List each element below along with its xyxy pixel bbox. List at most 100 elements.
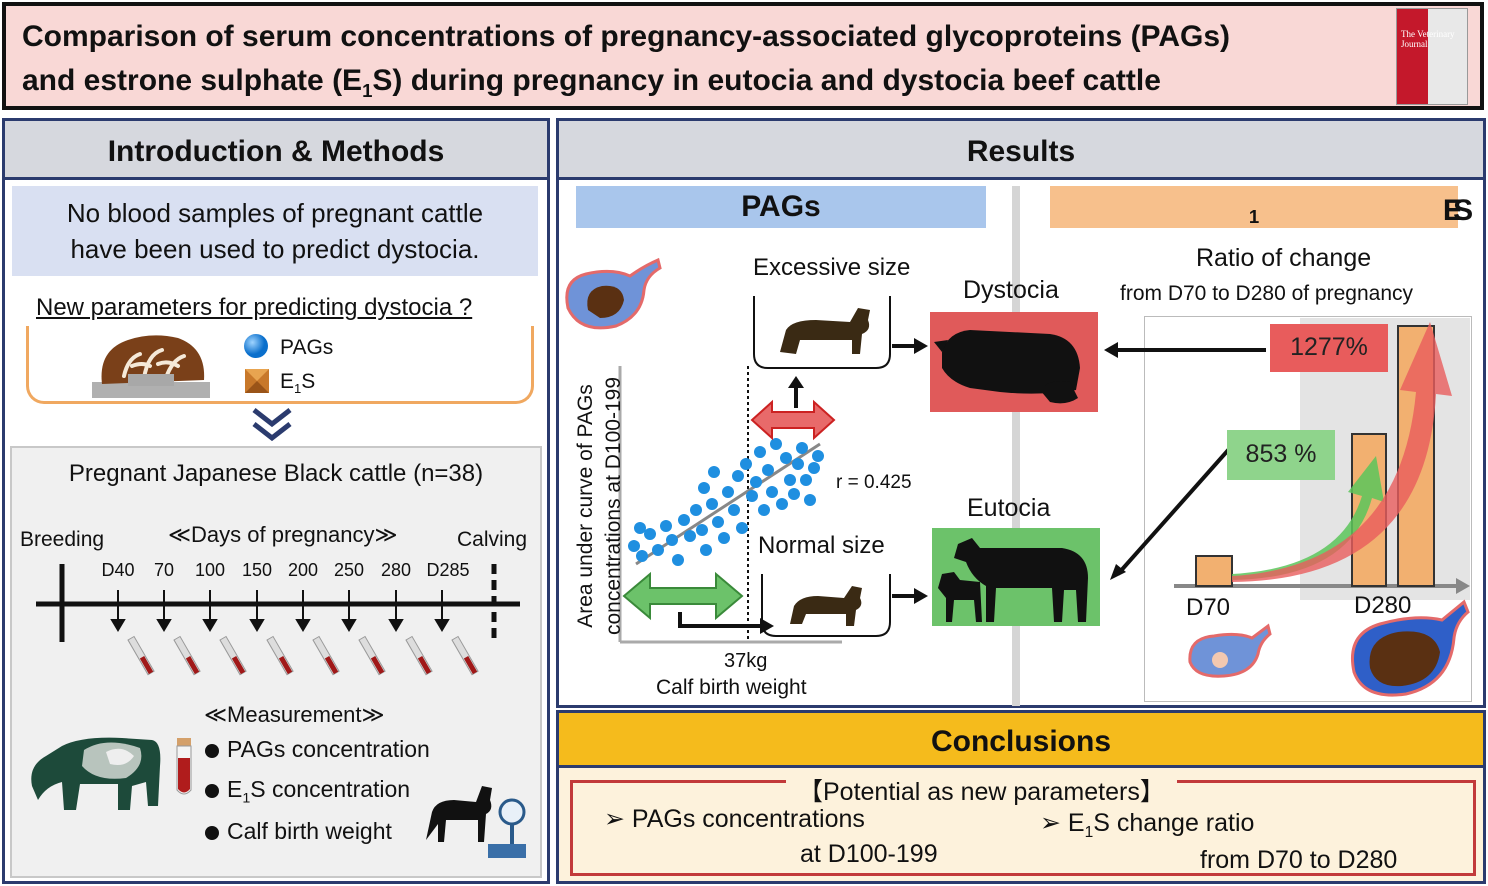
blood-tube-icon [176, 738, 192, 795]
callout-line-2: have been used to predict dystocia. [70, 234, 480, 264]
scatter-point [780, 452, 792, 464]
scatter-point [746, 490, 758, 502]
scatter-point [628, 540, 640, 552]
correlation-value: r = 0.425 [836, 472, 912, 493]
scatter-point [788, 488, 800, 500]
scatter-point [678, 514, 690, 526]
journal-cover-text: The Veterinary Journal [1401, 29, 1455, 49]
scatter-points [628, 438, 824, 566]
scatter-point [792, 458, 804, 470]
intro-callout: No blood samples of pregnant cattle have… [12, 186, 538, 276]
cow-lying-icon [934, 330, 1080, 404]
scatter-point [812, 450, 824, 462]
measurement-label: ≪Measurement≫ [204, 702, 385, 727]
day-tick-label: 250 [333, 560, 365, 580]
scatter-point [700, 544, 712, 556]
day-tick-label: 70 [153, 560, 175, 580]
scatter-point [800, 474, 812, 486]
scatter-point [796, 442, 808, 454]
e1s-bar-chart [1104, 322, 1470, 594]
double-chevron-down-icon [252, 408, 292, 442]
measure-birth-weight: Calf birth weight [205, 818, 392, 845]
pregnant-cow-icon [31, 737, 161, 810]
scatter-x-axis-label: Calf birth weight [656, 676, 807, 699]
pregnancy-timeline [36, 564, 520, 676]
title-banner: Comparison of serum concentrations of pr… [2, 2, 1484, 110]
ratio-of-change-title: Ratio of change [1196, 244, 1372, 272]
measure-pags: PAGs concentration [205, 736, 430, 763]
measure-e1s: E1S concentration [205, 776, 410, 807]
normal-calf-icon [790, 586, 862, 626]
scatter-point [666, 534, 678, 546]
conclusion-e1s-line-1: ➢ E1S change ratio [1040, 809, 1255, 841]
calf-and-scale-icon [426, 786, 526, 858]
normal-size-label: Normal size [756, 532, 887, 560]
day-tick-label: D285 [426, 560, 470, 580]
uterus-d70-icon [1188, 623, 1272, 678]
uterus-early-icon [565, 257, 662, 330]
normal-calf-container [761, 574, 891, 637]
bar-d70 [1195, 555, 1233, 587]
eutocia-label: Eutocia [967, 494, 1051, 522]
conclusion-pags-line-1: ➢ PAGs concentrations [604, 805, 865, 833]
days-of-pregnancy-label: ≪Days of pregnancy≫ [168, 522, 398, 547]
scatter-point [750, 476, 762, 488]
pags-scatter-plot [618, 366, 842, 644]
d280-axis-label: D280 [1354, 592, 1412, 619]
scatter-point [740, 458, 752, 470]
excessive-double-arrow [750, 399, 836, 441]
conclusion-e1s-line-2: from D70 to D280 [1200, 846, 1398, 874]
scatter-point [718, 532, 730, 544]
excessive-size-label: Excessive size [753, 254, 911, 281]
conclusion-pags-line-2: at D100-199 [800, 840, 938, 868]
uterus-d280-icon [1351, 599, 1470, 697]
scatter-point [696, 524, 708, 536]
scatter-point [722, 486, 734, 498]
ratio-1277-badge: 1277% [1270, 324, 1388, 372]
scatter-point [808, 462, 820, 474]
green-growth-arrow [1232, 456, 1384, 580]
placentome-icon [92, 335, 210, 398]
scatter-point [728, 504, 740, 516]
scatter-point [758, 504, 770, 516]
cattle-cohort-title: Pregnant Japanese Black cattle (n=38) [68, 460, 484, 487]
scatter-point [672, 554, 684, 566]
scatter-point [770, 438, 782, 450]
scatter-point [644, 528, 656, 540]
scatter-point [784, 474, 796, 486]
pags-subheader: PAGs [576, 186, 986, 228]
scatter-point [706, 498, 718, 510]
scatter-point [766, 486, 778, 498]
scatter-point [636, 550, 648, 562]
scatter-point [754, 446, 766, 458]
placenta-bracket [26, 326, 534, 404]
breeding-label: Breeding [20, 528, 105, 551]
scatter-point [698, 482, 710, 494]
normal-double-arrow [622, 571, 744, 621]
scatter-point [690, 504, 702, 516]
research-question: New parameters for predicting dystocia ? [36, 294, 473, 321]
journal-cover-image: The Veterinary Journal [1396, 8, 1468, 105]
scatter-point [712, 516, 724, 528]
eutocia-box [932, 528, 1100, 626]
title-line-2: and estrone sulphate (E1S) during pregna… [22, 64, 1161, 101]
scatter-point [660, 520, 672, 532]
pags-subheader-title: PAGs [741, 190, 821, 223]
scatter-point [652, 544, 664, 556]
intro-methods-title: Introduction & Methods [107, 135, 445, 168]
callout-line-1: No blood samples of pregnant cattle [66, 198, 484, 228]
scatter-point [634, 522, 646, 534]
day-tick-label: D40 [101, 560, 135, 580]
scatter-point [684, 530, 696, 542]
e1s-square-icon [245, 369, 269, 393]
ratio-853-badge: 853 % [1227, 430, 1335, 480]
conclusions-title: Conclusions [930, 725, 1111, 758]
syringe-icon [127, 635, 479, 676]
potential-heading: 【Potential as new parameters】 [786, 772, 1177, 808]
excessive-calf-container [753, 296, 891, 369]
conclusions-header: Conclusions [556, 710, 1486, 768]
pags-dot-icon [244, 334, 268, 358]
day-tick-label: 200 [287, 560, 319, 580]
excessive-calf-icon [780, 308, 870, 354]
